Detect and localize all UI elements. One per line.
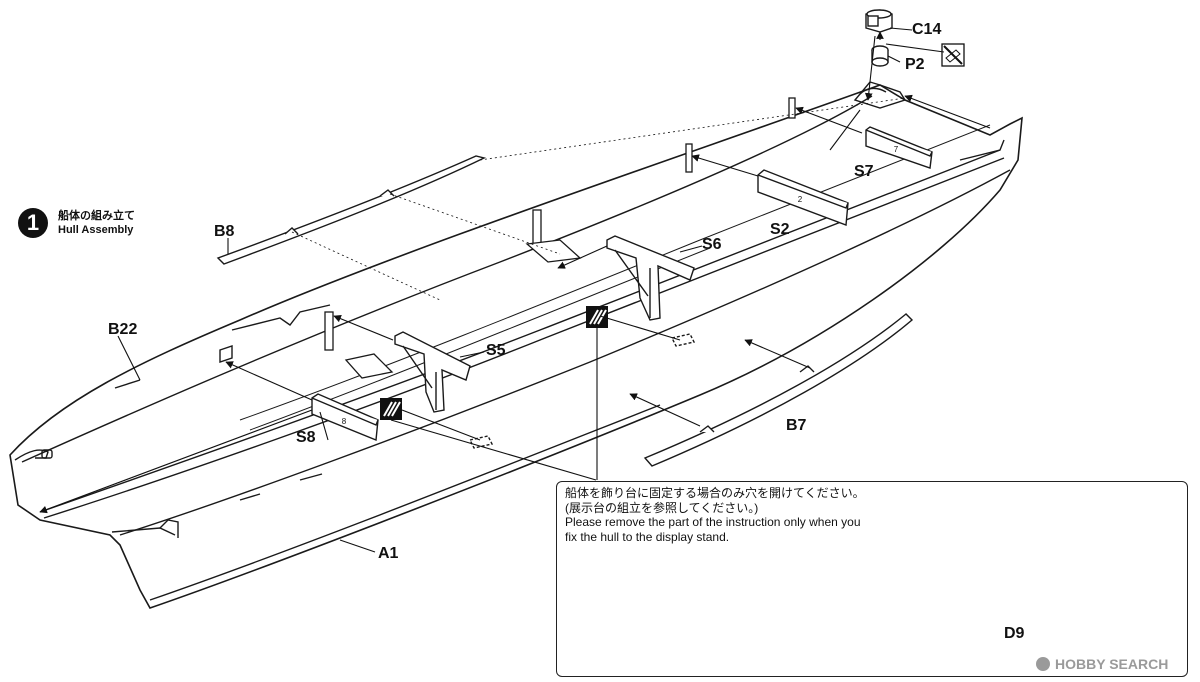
note-text: 船体を飾り台に固定する場合のみ穴を開けてください。 (展示台の組立を参照してくだ… <box>565 486 865 544</box>
fitting-p2 <box>871 45 889 67</box>
label-s2: S2 <box>770 221 790 238</box>
watermark-text: HOBBY SEARCH <box>1055 656 1169 672</box>
drill-hole-icon <box>586 306 608 328</box>
label-s8: S8 <box>296 429 316 446</box>
bulkhead-s2 <box>757 169 849 226</box>
rail-b7 <box>643 313 914 467</box>
step-title-ja: 船体の組み立て <box>58 210 135 222</box>
bracket-s6 <box>606 235 695 321</box>
note-line-3: Please remove the part of the instructio… <box>565 515 861 529</box>
label-c14: C14 <box>912 21 942 38</box>
display-stand-note: 船体を飾り台に固定する場合のみ穴を開けてください。 (展示台の組立を参照してくだ… <box>556 481 1188 677</box>
watermark: HOBBY SEARCH <box>1036 656 1168 672</box>
label-p2: P2 <box>905 56 925 73</box>
label-b22: B22 <box>108 321 138 338</box>
step-title: 船体の組み立て Hull Assembly <box>58 209 135 237</box>
rail-b8 <box>216 155 487 265</box>
watermark-logo-icon <box>1036 657 1050 671</box>
label-d9: D9 <box>1004 625 1025 642</box>
note-line-4: fix the hull to the display stand. <box>565 529 730 544</box>
drill-hole-icon <box>380 398 402 420</box>
assembly-arrows <box>39 27 991 553</box>
note-line-2: (展示台の組立を参照してください。) <box>565 500 759 515</box>
label-s7: S7 <box>854 163 874 180</box>
no-glue-icon <box>941 43 965 67</box>
bulkhead-s7 <box>865 126 933 169</box>
bulkhead-s8 <box>311 393 379 442</box>
marking-s7: 7 <box>894 145 899 154</box>
bracket-s5 <box>394 331 471 413</box>
label-s5: S5 <box>486 342 506 359</box>
step-header: 1 船体の組み立て Hull Assembly <box>18 208 135 238</box>
label-a1: A1 <box>378 545 399 562</box>
label-b7: B7 <box>786 417 807 434</box>
marking-s2: 2 <box>798 195 803 204</box>
marking-s8: 8 <box>342 417 347 426</box>
step-number-badge: 1 <box>18 208 48 238</box>
stanchion-posts <box>324 97 796 379</box>
label-s6: S6 <box>702 236 722 253</box>
note-line-1: 船体を飾り台に固定する場合のみ穴を開けてください。 <box>565 486 865 500</box>
step-title-en: Hull Assembly <box>58 224 134 236</box>
label-b8: B8 <box>214 223 235 240</box>
fitting-c14 <box>865 9 893 33</box>
